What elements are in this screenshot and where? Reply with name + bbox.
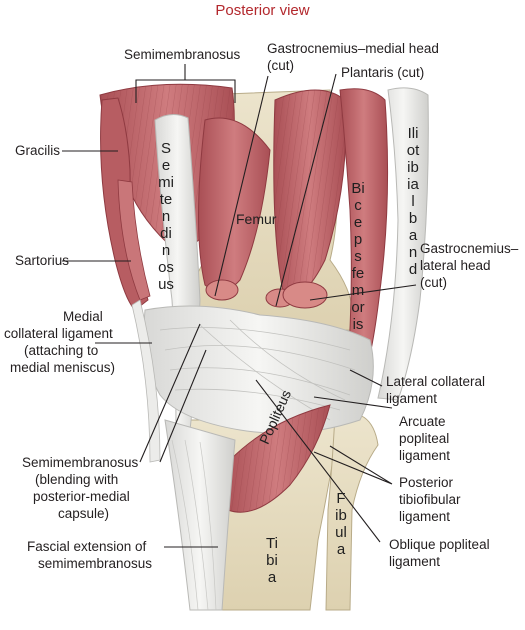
label-gastroc-medial-cut: (cut)	[267, 58, 294, 73]
label-arcuate-line: Arcuate	[399, 414, 446, 429]
label-semimembranosus-blend-line: (blending with	[35, 472, 119, 487]
label-sartorius: Sartorius	[15, 253, 70, 268]
leader-semimembranosus	[135, 64, 236, 103]
leader-lateral-collateral	[349, 369, 383, 387]
label-medial-collateral-line: Medial	[63, 309, 103, 324]
label-gastroc-lateral-line: (cut)	[420, 275, 447, 290]
iliotibial-band	[377, 87, 429, 401]
label-medial-collateral-line: collateral ligament	[4, 326, 113, 341]
fibula-bone	[325, 412, 379, 611]
fascial-extension	[164, 419, 236, 611]
structure-label-femur: Femur	[236, 211, 277, 227]
label-semimembranosus-blend-line: Semimembranosus	[22, 455, 139, 470]
label-gastroc-lateral-line: lateral head	[420, 258, 491, 273]
label-semimembranosus: Semimembranosus	[124, 47, 241, 62]
structure-label-tibia: Tibia	[266, 535, 278, 586]
label-semimembranosus-blend-line: posterior-medial	[33, 489, 130, 504]
structure-label-iliotibial-band: Iliotibial band	[406, 125, 420, 278]
label-fascial-extension-line: semimembranosus	[38, 556, 153, 571]
label-lateral-collateral-line: ligament	[386, 391, 438, 406]
leader-gastroc-lateral	[309, 284, 417, 301]
view-title: Posterior view	[215, 2, 310, 19]
label-posterior-tibiofibular-line: tibiofibular	[399, 492, 461, 507]
label-gastroc-medial: Gastrocnemius–medial head	[267, 41, 439, 56]
medial-collateral-ligament	[131, 299, 161, 463]
label-arcuate-line: popliteal	[399, 431, 450, 446]
label-posterior-tibiofibular-line: Posterior	[399, 475, 454, 490]
leader-semimembranosus-blend	[139, 323, 207, 463]
label-gastroc-lateral-line: Gastrocnemius–	[420, 241, 519, 256]
label-plantaris: Plantaris (cut)	[341, 65, 425, 80]
leader-oblique-popliteal	[255, 379, 381, 543]
label-gracilis: Gracilis	[15, 143, 61, 158]
sartorius-muscle	[117, 179, 151, 301]
gastrocnemius-lateral-cut	[282, 281, 328, 309]
leader-plantaris	[275, 73, 337, 307]
label-medial-collateral-line: medial meniscus)	[10, 360, 116, 375]
leader-lines	[62, 64, 417, 548]
structure-label-semitendinosus: Semitendinosus	[158, 140, 174, 293]
label-medial-collateral-line: (attaching to	[24, 343, 99, 358]
leader-gastroc-medial	[214, 75, 269, 297]
structure-label-biceps-femoris: Biceps femoris	[351, 180, 365, 333]
label-oblique-popliteal-line: ligament	[389, 554, 441, 569]
label-fascial-extension-line: Fascial extension of	[27, 539, 147, 554]
label-posterior-tibiofibular-line: ligament	[399, 509, 451, 524]
label-oblique-popliteal-line: Oblique popliteal	[389, 537, 490, 552]
label-arcuate-line: ligament	[399, 448, 451, 463]
structure-label-fibula: Fibula	[335, 490, 347, 558]
gastrocnemius-medial-cut	[205, 279, 239, 301]
leader-arcuate	[313, 396, 393, 409]
label-lateral-collateral-line: Lateral collateral	[386, 374, 486, 389]
leader-posterior-tibiofibular	[313, 445, 393, 485]
joint-capsule	[143, 305, 374, 434]
label-semimembranosus-blend-line: capsule)	[58, 506, 110, 521]
